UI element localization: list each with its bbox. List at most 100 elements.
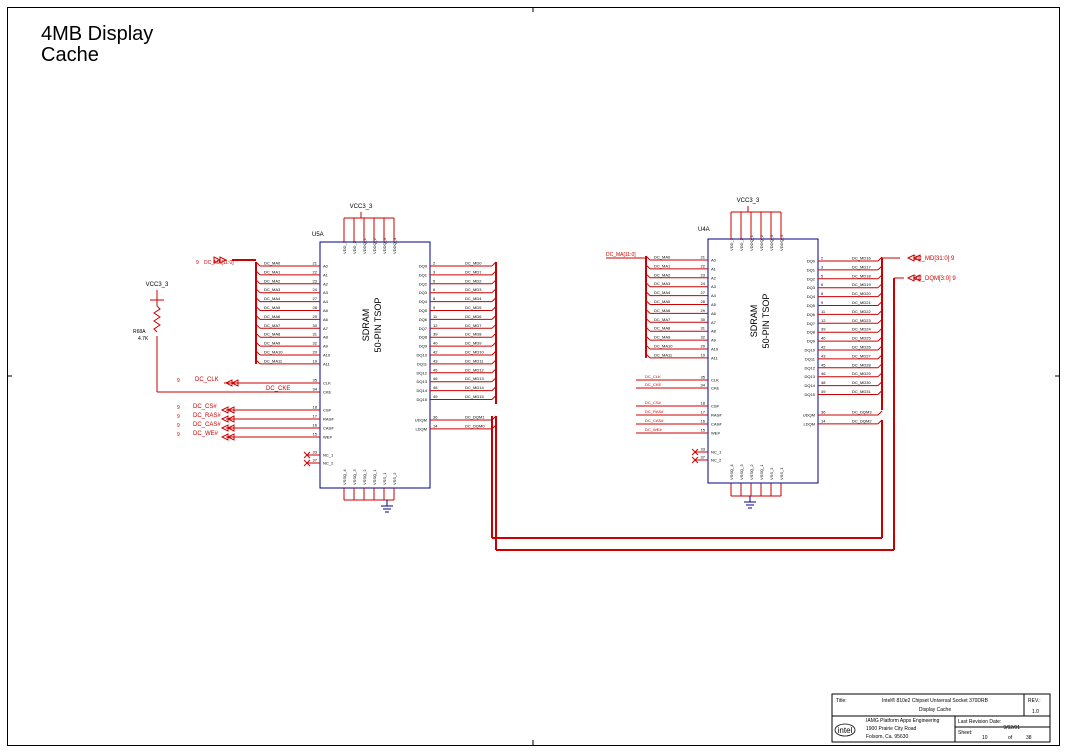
control-pin-name: WE#	[323, 435, 332, 440]
data-net-name: DC_MD14	[465, 385, 484, 390]
data-net-name: DC_MD19	[852, 282, 871, 287]
control-offsheet-arrow	[220, 406, 235, 414]
data-net-name: DC_MD28	[852, 362, 871, 367]
rev-label: REV.:	[1028, 698, 1041, 704]
ground-pin-name: VSSQ_2	[362, 469, 367, 485]
address-bus-offsheet-arrow	[213, 256, 228, 264]
control-offsheet-arrow	[220, 415, 235, 423]
address-pin-name: A3	[711, 284, 717, 289]
data-bus-offsheet-arrow	[906, 254, 921, 262]
address-pin-name: A11	[711, 355, 719, 360]
resistor-symbol	[153, 305, 161, 333]
data-net-name: DC_MD30	[852, 380, 871, 385]
data-pin-name: DQ2	[807, 276, 816, 281]
address-pin-name: A0	[711, 258, 717, 263]
address-pin-number: 32	[701, 335, 706, 340]
data-pin-name: DQ5	[419, 308, 428, 313]
control-pin-name: CAS#	[711, 422, 722, 427]
data-pin-number: 43	[433, 358, 438, 363]
data-net-name: DC_MD0	[465, 261, 482, 266]
clock-net-name: DC_CLK	[645, 374, 661, 379]
intel-logo: intel	[838, 726, 853, 735]
chip-ref: U4A	[698, 227, 710, 233]
data-net-name: DC_MD15	[465, 394, 484, 399]
control-offsheet-arrow	[220, 424, 235, 432]
address-pin-number: 22	[701, 263, 706, 268]
sheet-total: 38	[1026, 735, 1032, 741]
clock-pin-name: CLK	[711, 378, 719, 383]
address-pin-name: A7	[711, 320, 717, 325]
page-title: 4MB Display Cache	[41, 24, 153, 66]
no-connect-mark-b	[691, 448, 699, 456]
data-pin-number: 11	[821, 309, 826, 314]
address-pin-name: A1	[323, 272, 329, 277]
data-pin-number: 5	[821, 273, 824, 278]
date-value: 9/02/01	[1003, 725, 1020, 731]
address-pin-name: A5	[323, 308, 329, 313]
chip-type-label: SDRAM	[749, 305, 759, 338]
address-pin-number: 19	[313, 358, 318, 363]
address-pin-name: A9	[711, 338, 717, 343]
no-connect-mark-b	[691, 456, 699, 464]
address-pin-name: A4	[711, 293, 717, 298]
data-pin-name: DQ13	[805, 374, 816, 379]
data-pin-name: DQ1	[419, 272, 428, 277]
nc-pin-name: NC_1	[711, 450, 722, 455]
power-pin-name: VDDQ_2	[759, 234, 764, 251]
data-pin-name: DQ15	[417, 397, 428, 402]
data-pin-name: DQ4	[807, 294, 816, 299]
data-pin-name: DQ9	[807, 339, 816, 344]
control-offsheet-arrow	[220, 433, 235, 441]
control-sheet-ref: 9	[177, 432, 180, 438]
data-pin-number: 45	[433, 367, 438, 372]
ground-pin-name: VSSQ_4	[342, 469, 347, 485]
address-net-name: DC_MA3	[654, 281, 671, 286]
data-pin-number: 40	[433, 341, 438, 346]
mask-net-name: DC_DQM2	[852, 418, 872, 423]
control-pin-name: WE#	[711, 431, 720, 436]
no-connect-mark-b	[303, 459, 311, 467]
mask-pin-number: 14	[821, 418, 826, 423]
address-net-name: DC_MA1	[654, 263, 671, 268]
mask-pin-number: 36	[821, 410, 826, 415]
data-pin-name: DQ14	[417, 388, 428, 393]
data-pin-number: 12	[433, 323, 438, 328]
mask-pin-number: 14	[433, 423, 438, 428]
data-net-name: DC_MD18	[852, 273, 871, 278]
clock-pin-name: CKE	[323, 390, 332, 395]
data-pin-number: 5	[433, 278, 436, 283]
data-net-name: DC_MD7	[465, 323, 482, 328]
sheet-border	[7, 7, 1060, 746]
data-pin-name: DQ7	[807, 321, 816, 326]
data-pin-number: 48	[821, 380, 826, 385]
data-pin-name: DQ15	[805, 392, 816, 397]
control-pin-number: 17	[701, 410, 706, 415]
control-pin-name: RAS#	[323, 417, 334, 422]
data-net-name: DC_MD31	[852, 389, 871, 394]
nc-pin-name: NC_2	[711, 458, 722, 463]
ground-pin-name: VSSQ_2	[749, 464, 754, 480]
data-pin-number: 48	[433, 385, 438, 390]
address-bus-label: DC_MA[11:0]	[204, 260, 234, 266]
resistor-supply-label: VCC3_3	[146, 282, 169, 288]
data-net-name: DC_MD12	[465, 367, 484, 372]
address-pin-number: 21	[313, 261, 318, 266]
control-pin-number: 15	[701, 428, 706, 433]
data-pin-number: 45	[821, 362, 826, 367]
data-pin-number: 39	[433, 332, 438, 337]
data-pin-number: 3	[433, 269, 436, 274]
address-net-name: DC_MA6	[264, 314, 281, 319]
control-pin-name: CS#	[323, 408, 332, 413]
address-net-name: DC_MA8	[264, 332, 281, 337]
nc-pin-number: 37	[701, 455, 706, 460]
sheet-of-label: of	[1008, 735, 1013, 741]
title-label: Title:	[836, 698, 847, 704]
address-pin-name: A8	[323, 335, 329, 340]
ground-pin-name: VSSQ_4	[729, 464, 734, 480]
page-title-line-1: 4MB Display	[41, 23, 154, 45]
clock-pin-number: 34	[701, 383, 706, 388]
address-pin-number: 29	[313, 314, 318, 319]
vcc-label: VCC3_3	[737, 198, 760, 204]
